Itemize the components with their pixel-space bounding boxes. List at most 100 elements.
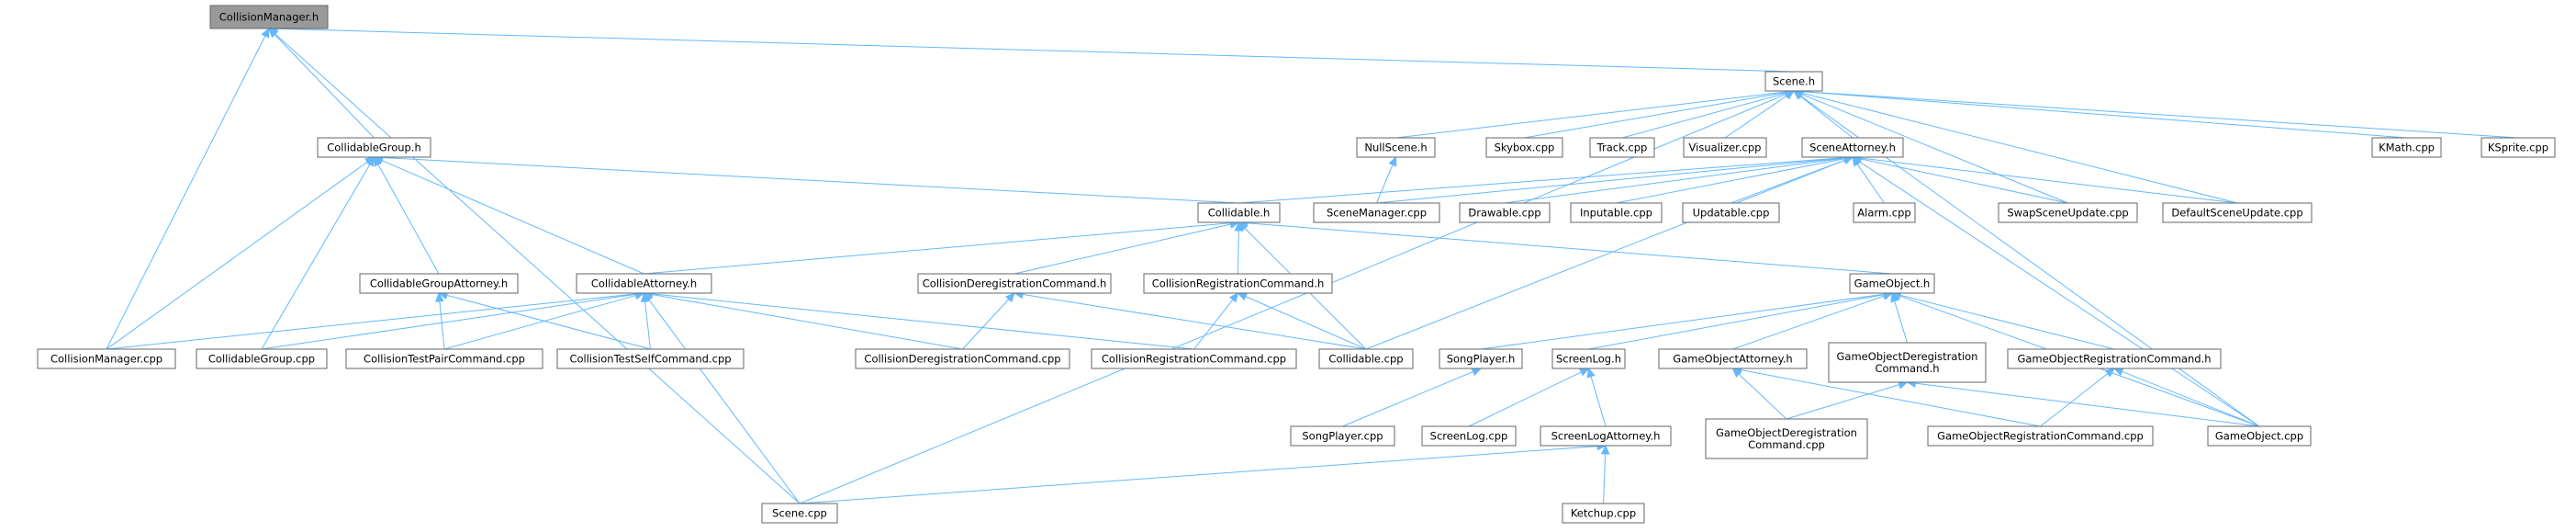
- node-label: Drawable.cpp: [1468, 207, 1540, 220]
- edge-arrowhead: [2104, 368, 2115, 378]
- node-box: [1828, 342, 1987, 383]
- edge-arrowhead: [1388, 155, 1397, 167]
- edge-line: [1738, 373, 1787, 420]
- node-collidablegroup-cpp[interactable]: CollidableGroup.cpp: [196, 348, 328, 369]
- node-gameobjectregistrationcommand-h[interactable]: GameObjectRegistrationCommand.h: [2007, 348, 2222, 369]
- node-gameobject-cpp[interactable]: GameObject.cpp: [2207, 425, 2312, 447]
- node-box: [1562, 503, 1645, 524]
- edge-gameobjectattorney-h-to-gameobject-h: [1732, 291, 1894, 350]
- edge-line: [1860, 157, 2238, 204]
- node-box: [1682, 202, 1780, 223]
- node-label: CollisionManager.h: [219, 11, 319, 24]
- node-defaultsceneupdate-cpp[interactable]: DefaultSceneUpdate.cpp: [2162, 202, 2313, 223]
- node-box: [1143, 273, 1333, 294]
- node-screenlogattorney-h[interactable]: ScreenLogAttorney.h: [1540, 425, 1672, 447]
- node-ketchup-cpp[interactable]: Ketchup.cpp: [1562, 503, 1645, 524]
- edge-ksprite-cpp-to-scene-h: [1792, 86, 2519, 139]
- node-collidable-cpp[interactable]: Collidable.cpp: [1318, 348, 1414, 369]
- edge-line: [1801, 91, 2407, 139]
- node-sceneattorney-h[interactable]: SceneAttorney.h: [1801, 137, 1904, 158]
- edge-line: [1022, 293, 1367, 350]
- edge-line: [446, 294, 651, 350]
- node-collidable-h[interactable]: Collidable.h: [1197, 202, 1281, 223]
- node-label: Alarm.cpp: [1857, 207, 1910, 220]
- edge-line: [1365, 159, 1845, 350]
- node-inputable-cpp[interactable]: Inputable.cpp: [1570, 202, 1663, 223]
- edge-collidableattorney-h-to-collidable-h: [644, 219, 1240, 275]
- edge-line: [1376, 157, 1845, 204]
- node-box: [1318, 348, 1414, 369]
- node-box: [1849, 273, 1935, 294]
- edge-line: [962, 299, 1010, 350]
- node-label: SceneManager.cpp: [1327, 207, 1427, 220]
- node-updatable-cpp[interactable]: Updatable.cpp: [1682, 202, 1780, 223]
- node-nullscene-h[interactable]: NullScene.h: [1356, 137, 1436, 158]
- edge-collisionregistrationcommand-cpp-to-collidableattorney-h: [643, 289, 1194, 350]
- edge-collidablegroupattorney-h-to-collidablegroup-h: [373, 155, 440, 275]
- edge-arrowhead: [435, 291, 444, 302]
- node-skybox-cpp[interactable]: Skybox.cpp: [1485, 137, 1563, 158]
- edge-scenemanager-cpp-to-nullscene-h: [1376, 155, 1397, 204]
- node-box: [2371, 137, 2442, 158]
- node-songplayer-cpp[interactable]: SongPlayer.cpp: [1290, 425, 1395, 447]
- node-label: GameObject.h: [1854, 277, 1931, 290]
- edge-line: [106, 35, 266, 350]
- edge-line: [1616, 158, 1845, 204]
- edge-collidable-h-to-sceneattorney-h: [1238, 153, 1854, 204]
- node-box: [761, 503, 838, 524]
- node-scenemanager-cpp[interactable]: SceneManager.cpp: [1313, 202, 1440, 223]
- node-collisionregistrationcommand-h[interactable]: CollisionRegistrationCommand.h: [1143, 273, 1333, 294]
- node-box: [1658, 348, 1808, 369]
- node-collisiontestselfcommand-cpp[interactable]: CollisionTestSelfCommand.cpp: [556, 348, 745, 369]
- node-ksprite-cpp[interactable]: KSprite.cpp: [2481, 137, 2556, 158]
- node-drawable-cpp[interactable]: Drawable.cpp: [1459, 202, 1551, 223]
- edge-scene-cpp-to-screenlogattorney-h: [799, 441, 1607, 504]
- node-collidablegroup-h[interactable]: CollidableGroup.h: [317, 137, 431, 158]
- node-collisionmanager-cpp[interactable]: CollisionManager.cpp: [37, 348, 176, 369]
- edge-line: [1621, 92, 1786, 139]
- node-scene-cpp[interactable]: Scene.cpp: [761, 503, 838, 524]
- edge-line: [381, 160, 644, 275]
- node-label: CollidableGroupAttorney.h: [370, 277, 508, 290]
- node-alarm-cpp[interactable]: Alarm.cpp: [1853, 202, 1916, 223]
- node-kmath-cpp[interactable]: KMath.cpp: [2371, 137, 2442, 158]
- node-collisiontestpaircommand-cpp[interactable]: CollisionTestPairCommand.cpp: [345, 348, 543, 369]
- edge-arrowhead: [1600, 444, 1610, 455]
- node-collisionregistrationcommand-cpp[interactable]: CollisionRegistrationCommand.cpp: [1091, 348, 1297, 369]
- node-songplayer-h[interactable]: SongPlayer.h: [1439, 348, 1523, 369]
- edge-arrowhead: [1793, 90, 1804, 100]
- node-scene-h[interactable]: Scene.h: [1764, 71, 1823, 92]
- node-gameobject-h[interactable]: GameObject.h: [1849, 273, 1935, 294]
- edge-collidablegroup-h-to-collision-manager-h: [268, 28, 375, 139]
- node-swapsceneupdate-cpp[interactable]: SwapSceneUpdate.cpp: [1998, 202, 2138, 223]
- node-gameobjectattorney-h[interactable]: GameObjectAttorney.h: [1658, 348, 1808, 369]
- node-screenlog-h[interactable]: ScreenLog.h: [1551, 348, 1626, 369]
- node-collidablegroupattorney-h[interactable]: CollidableGroupAttorney.h: [359, 273, 519, 294]
- node-visualizer-cpp[interactable]: Visualizer.cpp: [1683, 137, 1767, 158]
- edge-scene-cpp-to-collidableattorney-h: [643, 292, 801, 504]
- edge-line: [1238, 157, 1845, 204]
- node-track-cpp[interactable]: Track.cpp: [1589, 137, 1655, 158]
- node-box: [1998, 202, 2138, 223]
- node-collisionderegistrationcommand-cpp[interactable]: CollisionDeregistrationCommand.cpp: [855, 348, 1070, 369]
- edge-line: [1603, 453, 1607, 504]
- nodes-layer: CollisionManager.hScene.hCollidableGroup…: [37, 5, 2556, 524]
- edge-gameobjectderegistrationcommand-cpp-to-gameobjectattorney-h: [1731, 368, 1787, 420]
- edge-gameobjectregistrationcommand-cpp-to-gameobjectregistrationcommand-h: [2040, 368, 2115, 427]
- node-gameobjectregistrationcommand-cpp[interactable]: GameObjectRegistrationCommand.cpp: [1927, 425, 2154, 447]
- edge-collisionmanager-cpp-to-collidablegroup-h: [106, 156, 375, 350]
- node-box: [917, 273, 1112, 294]
- node-collision-manager-h[interactable]: CollisionManager.h: [209, 5, 329, 29]
- edge-collidable-h-to-collidablegroup-h: [373, 153, 1239, 204]
- edge-arrowhead: [1851, 156, 1863, 166]
- edge-collisiontestpaircommand-cpp-to-collidablegroupattorney-h: [435, 291, 445, 350]
- node-collisionderegistrationcommand-h[interactable]: CollisionDeregistrationCommand.h: [917, 273, 1112, 294]
- edge-kmath-cpp-to-scene-h: [1792, 86, 2407, 139]
- node-screenlog-cpp[interactable]: ScreenLog.cpp: [1421, 425, 1517, 447]
- edge-line: [2122, 370, 2260, 427]
- edge-line: [1395, 91, 1786, 139]
- node-collidableattorney-h[interactable]: CollidableAttorney.h: [576, 273, 712, 294]
- node-label: Ketchup.cpp: [1571, 507, 1636, 520]
